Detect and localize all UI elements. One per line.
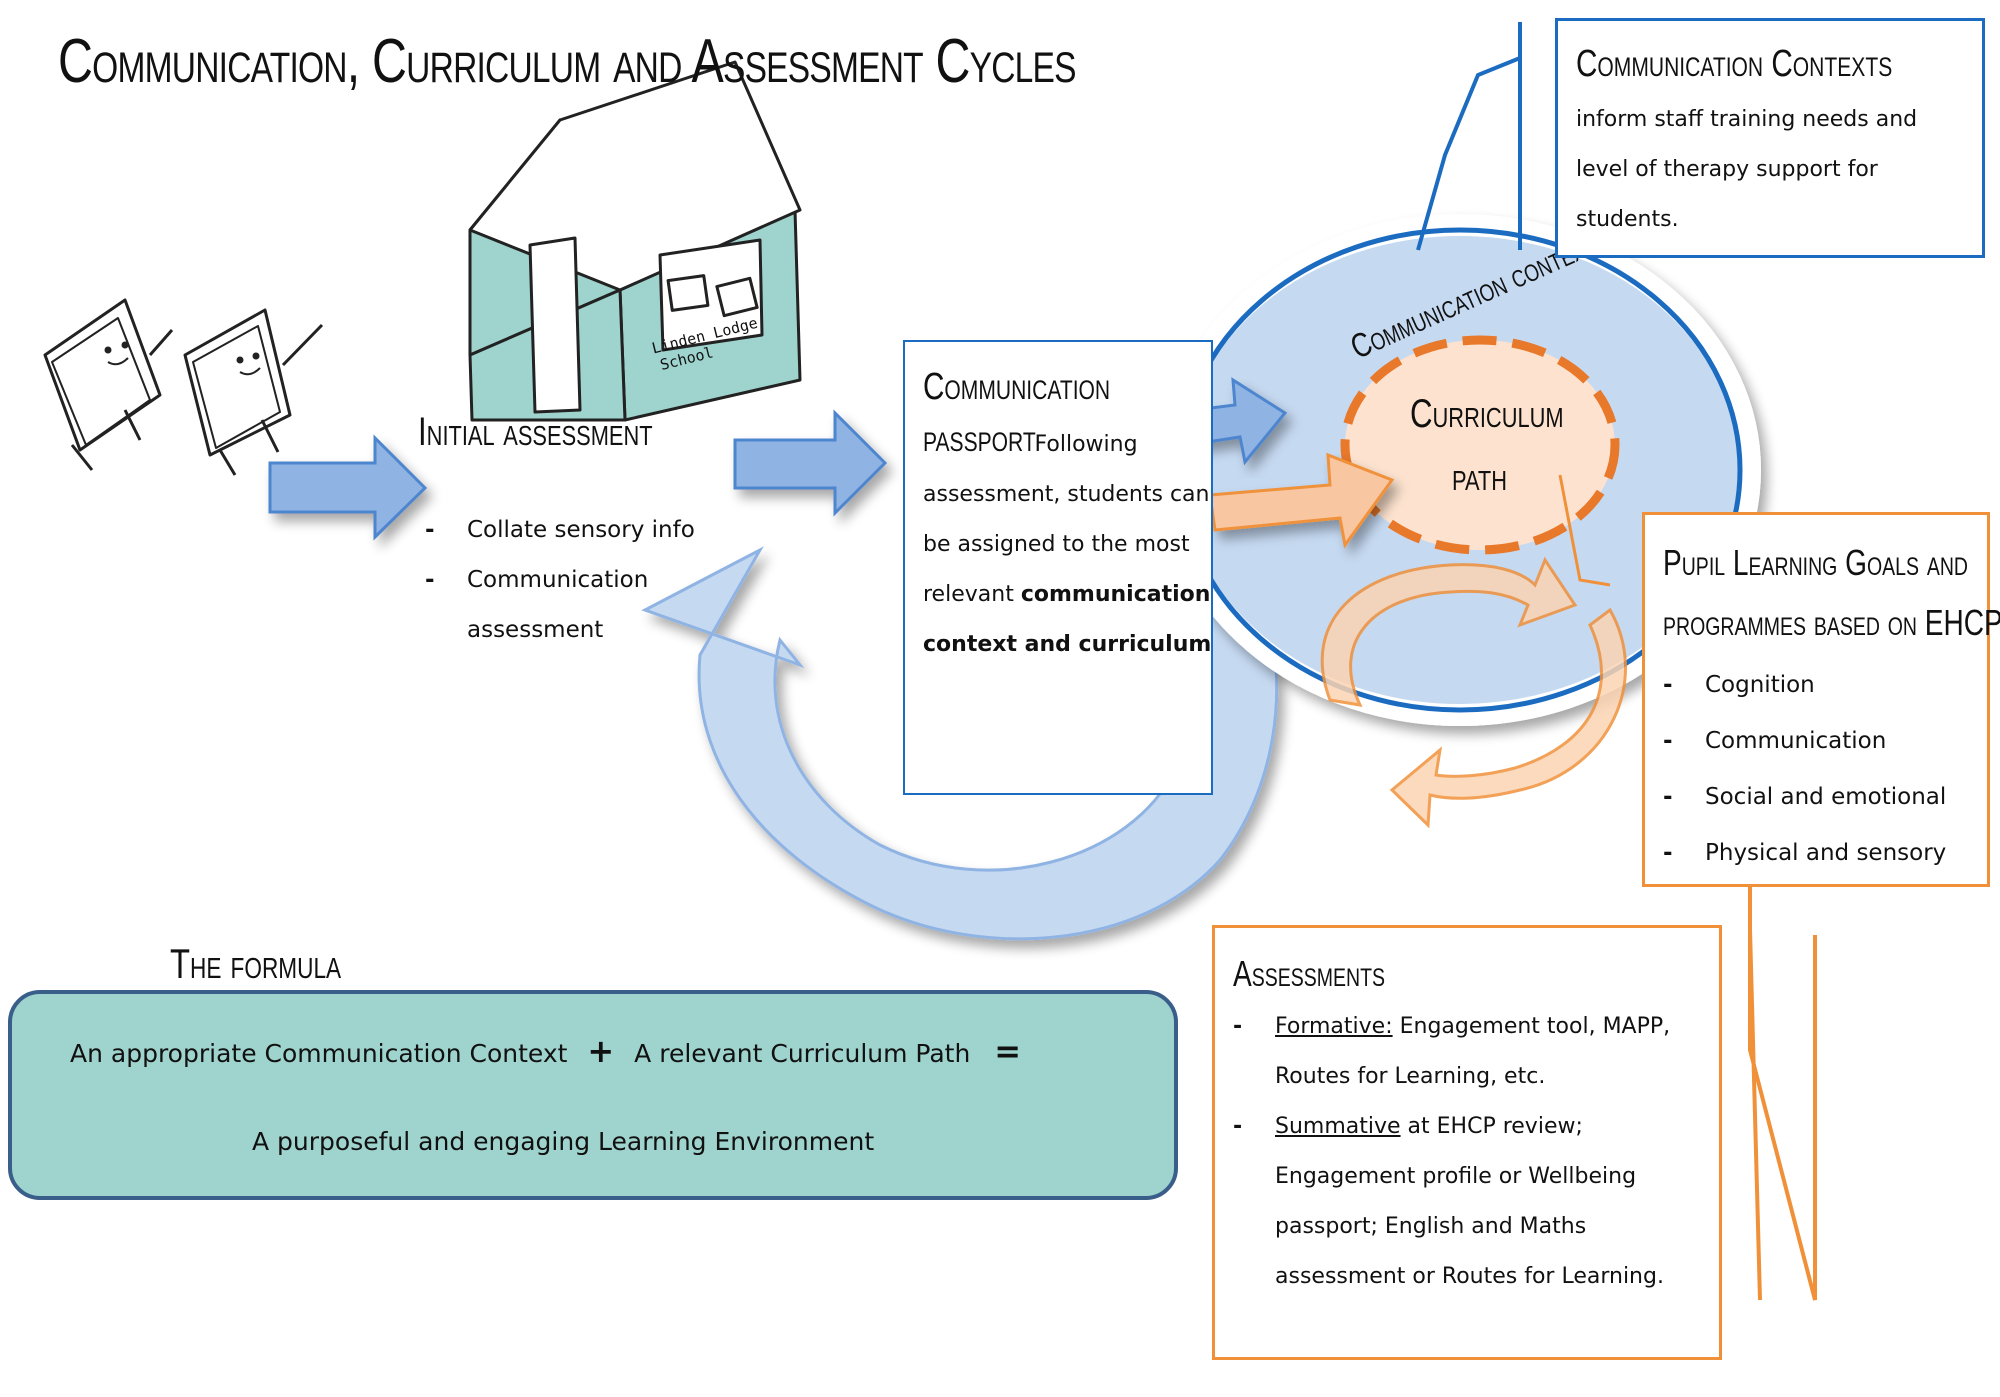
contexts-heading: Communication Contexts	[1576, 43, 1893, 85]
student-characters	[43, 298, 324, 476]
passport-text: passport Following assessment, students …	[923, 414, 1213, 670]
assessments-heading: Assessments	[1233, 953, 1386, 994]
goals-item: Physical and sensory	[1663, 825, 1987, 881]
curriculum-path-circle	[1340, 335, 1620, 555]
callout-lines	[1416, 22, 1817, 1301]
arrow-assessment-to-passport	[733, 409, 888, 517]
formula-equals: =	[994, 1032, 1022, 1070]
formula-box: An appropriate Communication Context + A…	[8, 990, 1178, 1200]
formative-label: Formative:	[1275, 1014, 1393, 1039]
passport-heading-line2: passport	[923, 418, 1036, 460]
pupil-learning-goals-box: Pupil Learning Goals and programmes base…	[1642, 512, 2000, 887]
initial-assessment-item: Collate sensory info	[425, 505, 745, 555]
curriculum-path-label-line2: path	[1452, 455, 1508, 499]
goals-heading-line2: programmes based on EHCP	[1663, 602, 2000, 643]
formula-part2: A relevant Curriculum Path	[634, 1039, 971, 1068]
school-house	[468, 60, 802, 422]
communication-contexts-box: Communication Contexts inform staff trai…	[1555, 18, 1985, 258]
passport-text-plain: Following assessment, students can be as…	[923, 432, 1210, 607]
arrow-people-to-assessment	[268, 434, 428, 541]
summative-text: at EHCP review; Engagement profile or We…	[1275, 1114, 1664, 1289]
assessments-box: Assessments Formative: Engagement tool, …	[1212, 925, 1722, 1360]
formula-heading: The formula	[170, 940, 342, 987]
curriculum-path-label-line1: Curriculum	[1410, 392, 1564, 436]
goals-heading-line1: Pupil Learning Goals and	[1663, 542, 1968, 583]
formula-equation: An appropriate Communication Context + A…	[70, 1032, 1021, 1070]
goals-item: Communication	[1663, 713, 1987, 769]
assessments-item-summative: Summative at EHCP review; Engagement pro…	[1233, 1102, 1673, 1302]
formative-text: Engagement tool, MAPP, Routes for Learni…	[1275, 1014, 1671, 1089]
contexts-text: Communication Contexts inform staff trai…	[1576, 39, 1964, 245]
passport-heading-line1: Communication	[923, 366, 1111, 408]
initial-assessment-heading: Initial assessment	[418, 410, 653, 454]
contexts-body: inform staff training needs and level of…	[1576, 107, 1918, 232]
formula-part1: An appropriate Communication Context	[70, 1039, 568, 1068]
initial-assessment-item: Communication assessment	[425, 555, 697, 655]
passport-text-bold: communication context and curriculum	[923, 582, 1212, 657]
page-title: Communication, Curriculum and Assessment…	[58, 27, 1077, 96]
goals-item: Social and emotional	[1663, 769, 1987, 825]
goals-list: Cognition Communication Social and emoti…	[1663, 657, 1987, 881]
assessments-list: Formative: Engagement tool, MAPP, Routes…	[1233, 1002, 1673, 1302]
formula-result: A purposeful and engaging Learning Envir…	[252, 1127, 875, 1156]
goals-item: Cognition	[1663, 657, 1987, 713]
initial-assessment-list: Collate sensory info Communication asses…	[425, 505, 745, 655]
arrow-passport-to-curriculum	[1208, 452, 1395, 549]
assessment-cycle-arrows	[1320, 556, 1627, 829]
formula-plus: +	[587, 1032, 615, 1070]
communication-passport-box: Communication passport Following assessm…	[903, 340, 1213, 795]
summative-label: Summative	[1275, 1114, 1401, 1139]
assessments-item-formative: Formative: Engagement tool, MAPP, Routes…	[1233, 1002, 1673, 1102]
